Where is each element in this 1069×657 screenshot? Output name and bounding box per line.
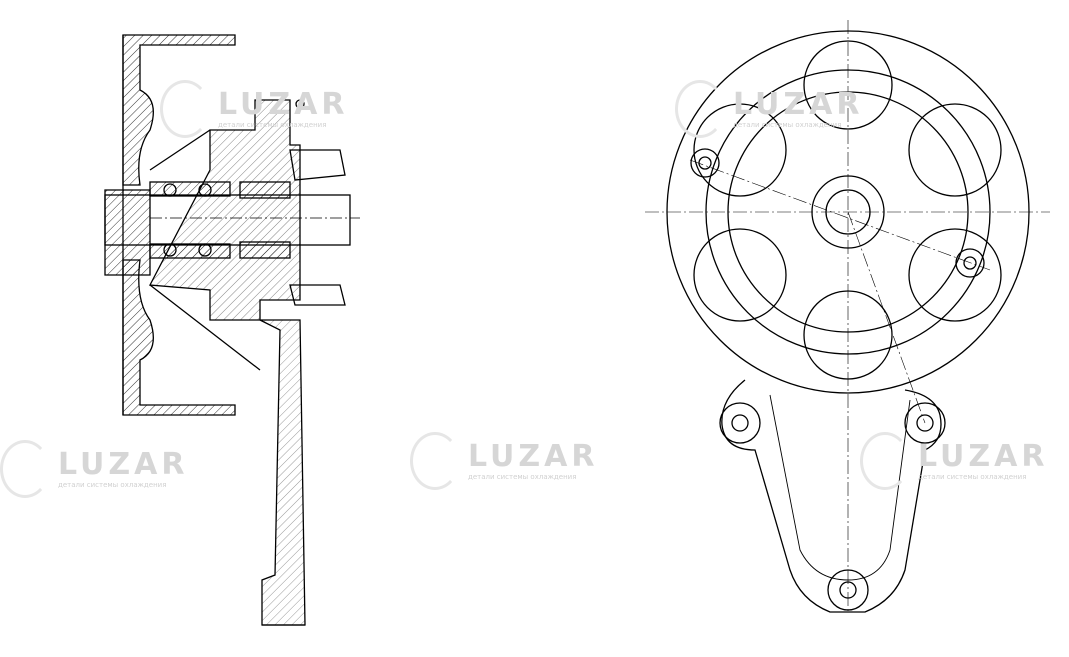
front-view <box>645 20 1050 613</box>
watermark-subtitle: детали системы охлаждения <box>918 473 1027 481</box>
watermark-brand: LUZAR <box>918 439 1049 474</box>
watermark-subtitle: детали системы охлаждения <box>58 481 167 489</box>
watermark-subtitle: детали системы охлаждения <box>733 121 842 129</box>
watermark-subtitle: детали системы охлаждения <box>468 473 577 481</box>
watermark-brand: LUZAR <box>218 87 349 122</box>
watermark-logo: LUZAR детали системы охлаждения <box>410 432 598 490</box>
watermark-brand: LUZAR <box>58 447 189 482</box>
watermark-brand: LUZAR <box>733 87 864 122</box>
dragon-logo-icon <box>860 432 910 490</box>
dragon-logo-icon <box>410 432 460 490</box>
watermark-subtitle: детали системы охлаждения <box>218 121 327 129</box>
watermark-logo: LUZAR детали системы охлаждения <box>160 80 348 138</box>
watermark-logo: LUZAR детали системы охлаждения <box>0 440 188 498</box>
watermark-logo: LUZAR детали системы охлаждения <box>675 80 863 138</box>
watermark-logo: LUZAR детали системы охлаждения <box>860 432 1048 490</box>
watermark-brand: LUZAR <box>468 439 599 474</box>
dragon-logo-icon <box>160 80 210 138</box>
dragon-logo-icon <box>0 440 50 498</box>
section-view <box>104 34 360 626</box>
dragon-logo-icon <box>675 80 725 138</box>
